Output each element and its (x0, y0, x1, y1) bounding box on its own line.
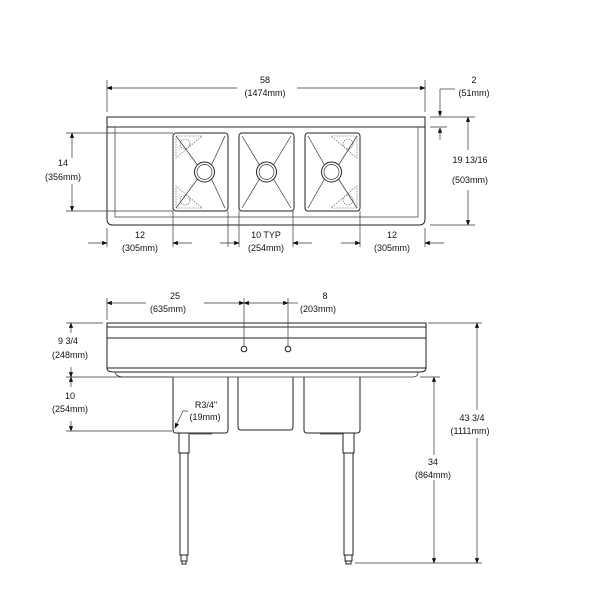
dim-overall-height: 43 3/4 (459, 413, 484, 423)
drainboard-edge (114, 126, 419, 218)
dim-faucet-offset-mm: (635mm) (150, 304, 186, 314)
dim-rim-height-mm: (864mm) (415, 470, 451, 480)
dim-overall-depth-mm: (503mm) (452, 175, 488, 185)
basket-bracket (175, 135, 203, 159)
basket-bracket (330, 185, 358, 209)
dim-overall-height-mm: (1111mm) (450, 426, 489, 436)
front-view: 25 (635mm) 8 (203mm) 9 3/4 (248mm) 10 (2… (52, 291, 490, 565)
bowl-front (303, 377, 361, 434)
dim-overall-length-mm: (1474mm) (244, 88, 285, 98)
dim-splash-height: 9 3/4 (58, 336, 78, 346)
dim-overall-length: 58 (260, 75, 270, 85)
dim-right-drainboard-mm: (305mm) (374, 243, 410, 253)
drain-icon (256, 161, 277, 183)
dim-corner-radius-mm: (19mm) (190, 412, 221, 422)
top-view: 58 (1474mm) 2 (51mm) 19 13/16 (503mm) 14… (45, 75, 490, 253)
dim-left-drainboard-mm: (305mm) (122, 243, 158, 253)
backsplash-body (106, 322, 427, 369)
dim-bowl-depth: 14 (58, 158, 68, 168)
dim-faucet-offset: 25 (170, 291, 180, 301)
dim-overall-depth: 19 13/16 (452, 155, 487, 165)
leg (342, 432, 355, 565)
dim-right-drainboard: 12 (387, 230, 397, 240)
dim-faucet-spacing: 8 (322, 291, 327, 301)
bowl-front (237, 377, 294, 431)
drain-icon (321, 161, 342, 183)
dim-bowl-depth-mm: (356mm) (45, 172, 81, 182)
dim-bowl-width-mm: (254mm) (248, 243, 284, 253)
leg (178, 432, 190, 565)
dim-splash-height-mm: (248mm) (52, 350, 88, 360)
faucet-hole (240, 345, 248, 353)
rim (106, 367, 427, 373)
dim-bowl-width: 10 TYP (251, 230, 281, 240)
bowl (238, 132, 295, 212)
dim-corner-radius: R3/4" (195, 400, 217, 410)
basket-bracket (330, 135, 358, 159)
dim-rim-height: 34 (428, 457, 438, 467)
drain-icon (194, 161, 215, 183)
dim-backsplash: 2 (471, 75, 476, 85)
dim-bowl-height: 10 (65, 391, 75, 401)
bowl-front (172, 377, 229, 434)
sink-outline (106, 116, 426, 226)
faucet-hole (284, 345, 292, 353)
dim-left-drainboard: 12 (135, 230, 145, 240)
dim-faucet-spacing-mm: (203mm) (300, 304, 336, 314)
dim-bowl-height-mm: (254mm) (52, 404, 88, 414)
basket-bracket (175, 185, 203, 209)
bowl (172, 132, 229, 212)
dim-backsplash-mm: (51mm) (459, 88, 490, 98)
bowl (304, 132, 361, 212)
